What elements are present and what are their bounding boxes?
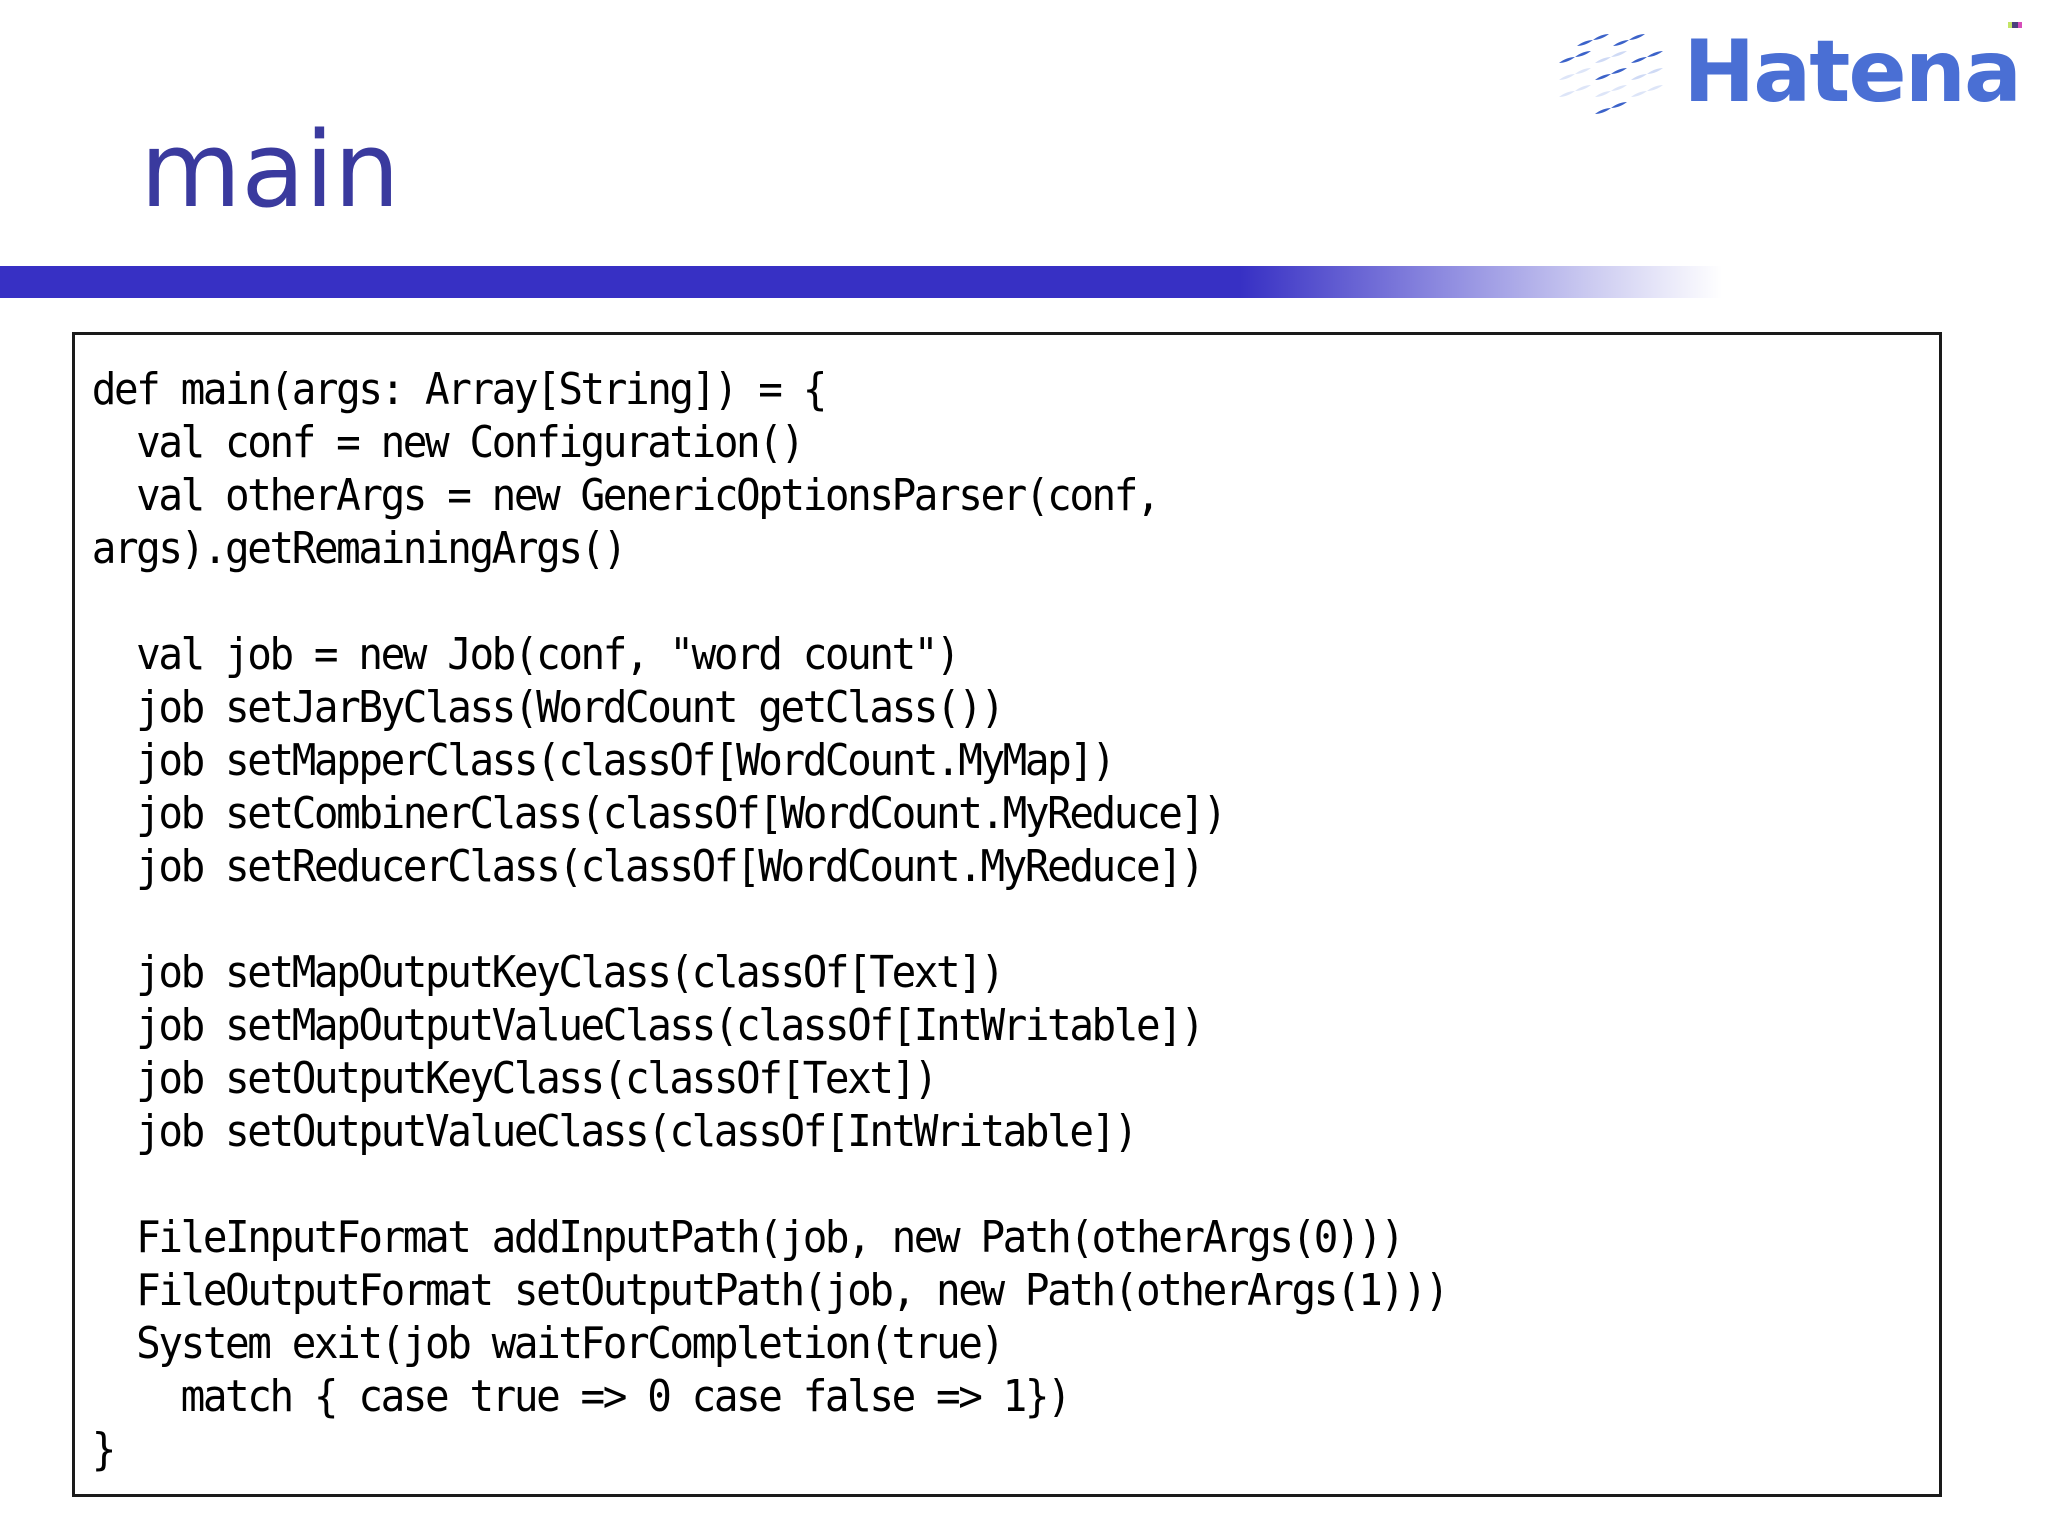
- hatena-brand-logo: Hatena: [1555, 22, 2022, 122]
- code-block-container: def main(args: Array[String]) = { val co…: [72, 332, 1942, 1497]
- corner-artifact-mark: [2008, 22, 2022, 28]
- brand-name-label: Hatena: [1683, 22, 2022, 122]
- page-title: main: [140, 109, 400, 231]
- code-block-text: def main(args: Array[String]) = { val co…: [91, 364, 1450, 1475]
- title-divider-bar: [0, 266, 1722, 298]
- hatena-diamond-logo-icon: [1559, 34, 1664, 114]
